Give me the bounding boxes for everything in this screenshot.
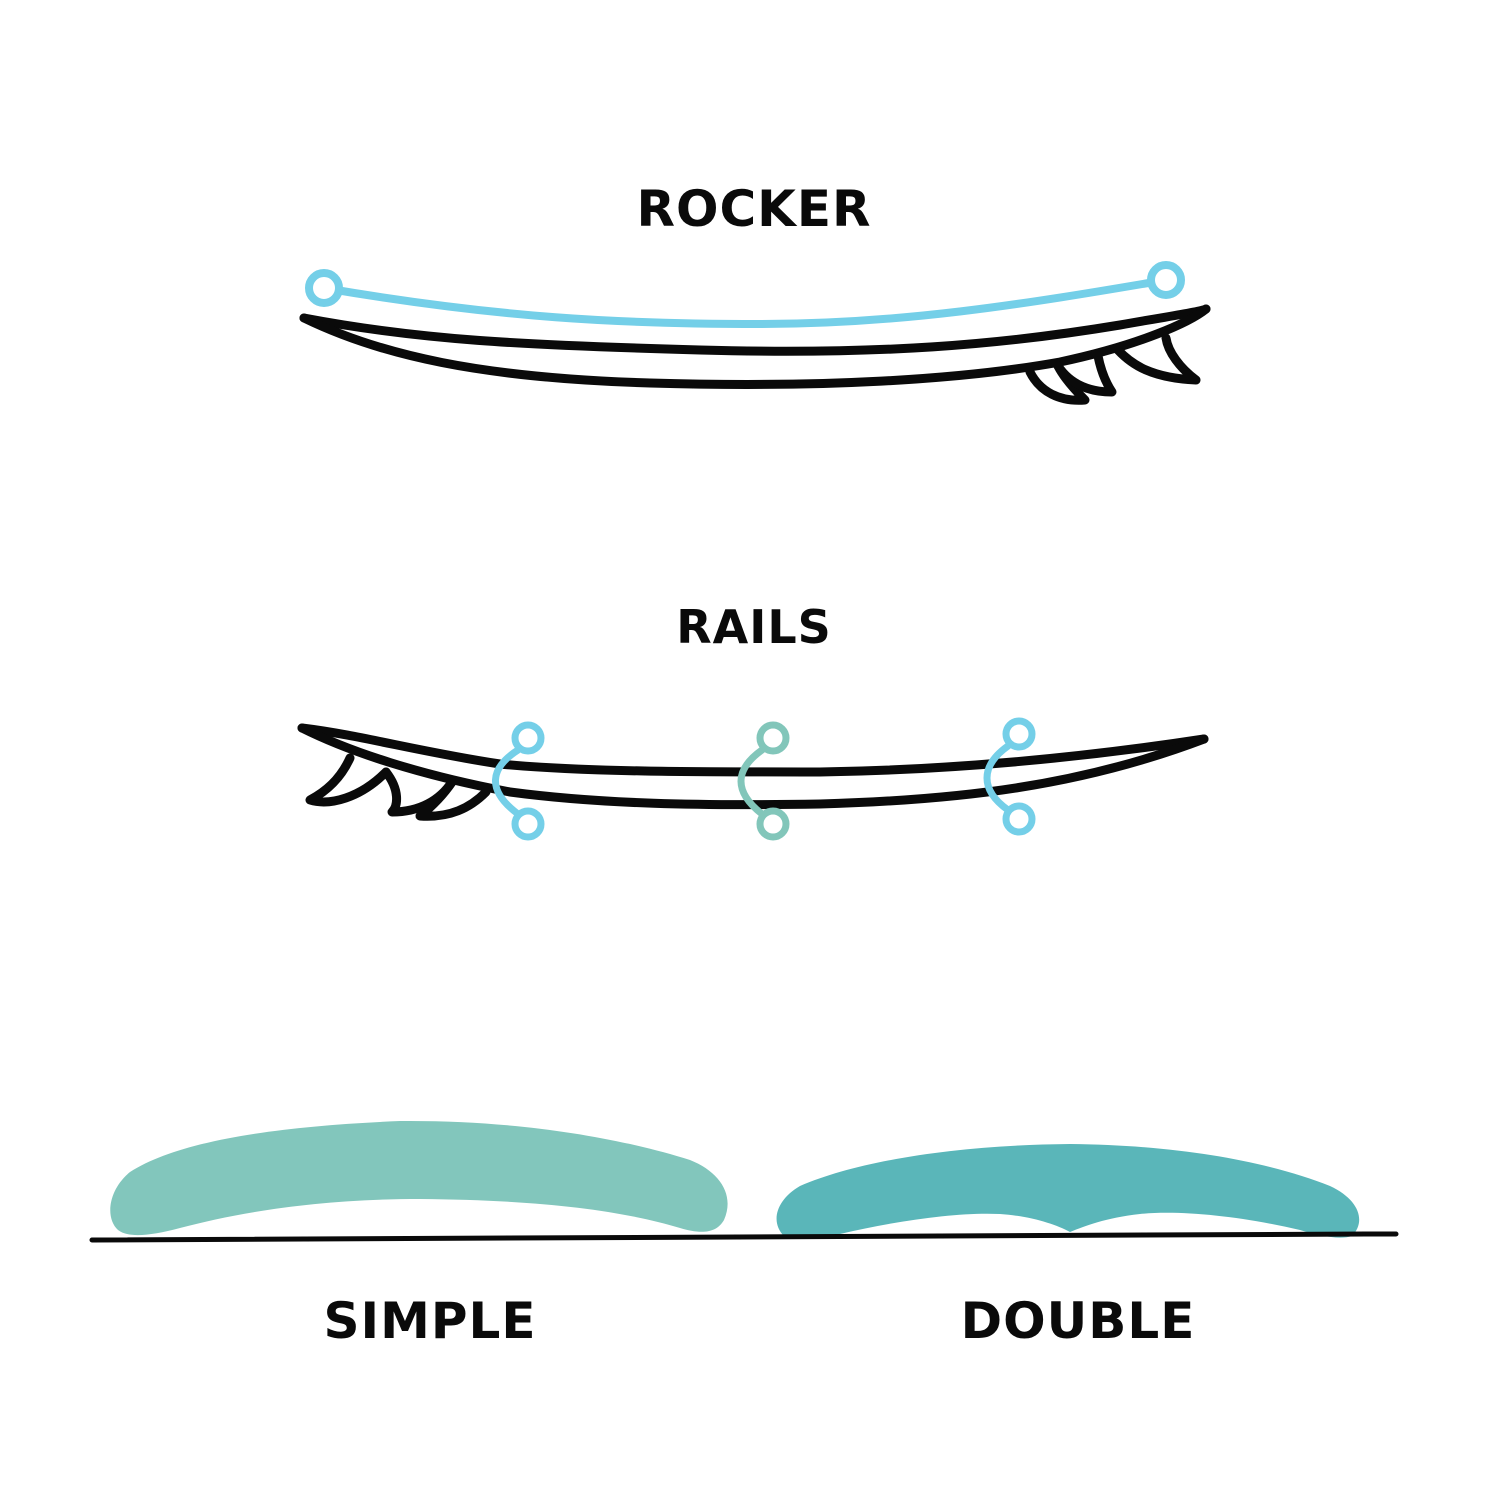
rocker-tail-handle-icon xyxy=(1147,261,1185,299)
baseline-rule xyxy=(89,1231,1399,1243)
rocker-curve-indicator xyxy=(305,261,1185,329)
rails-board xyxy=(297,723,1209,821)
rails-title: RAILS xyxy=(676,600,832,654)
rocker-nose-handle-icon xyxy=(305,269,343,307)
rail-marker-left-icon xyxy=(492,721,545,841)
double-label: DOUBLE xyxy=(960,1292,1196,1350)
rail-marker-center-icon xyxy=(737,721,790,841)
double-profile-shape xyxy=(776,1144,1360,1239)
rail-marker-right-icon xyxy=(983,717,1036,836)
rocker-title: ROCKER xyxy=(636,180,872,238)
rocker-board xyxy=(299,304,1211,405)
rail-markers xyxy=(492,717,1036,841)
simple-profile-shape xyxy=(110,1120,728,1236)
simple-label: SIMPLE xyxy=(323,1292,537,1350)
